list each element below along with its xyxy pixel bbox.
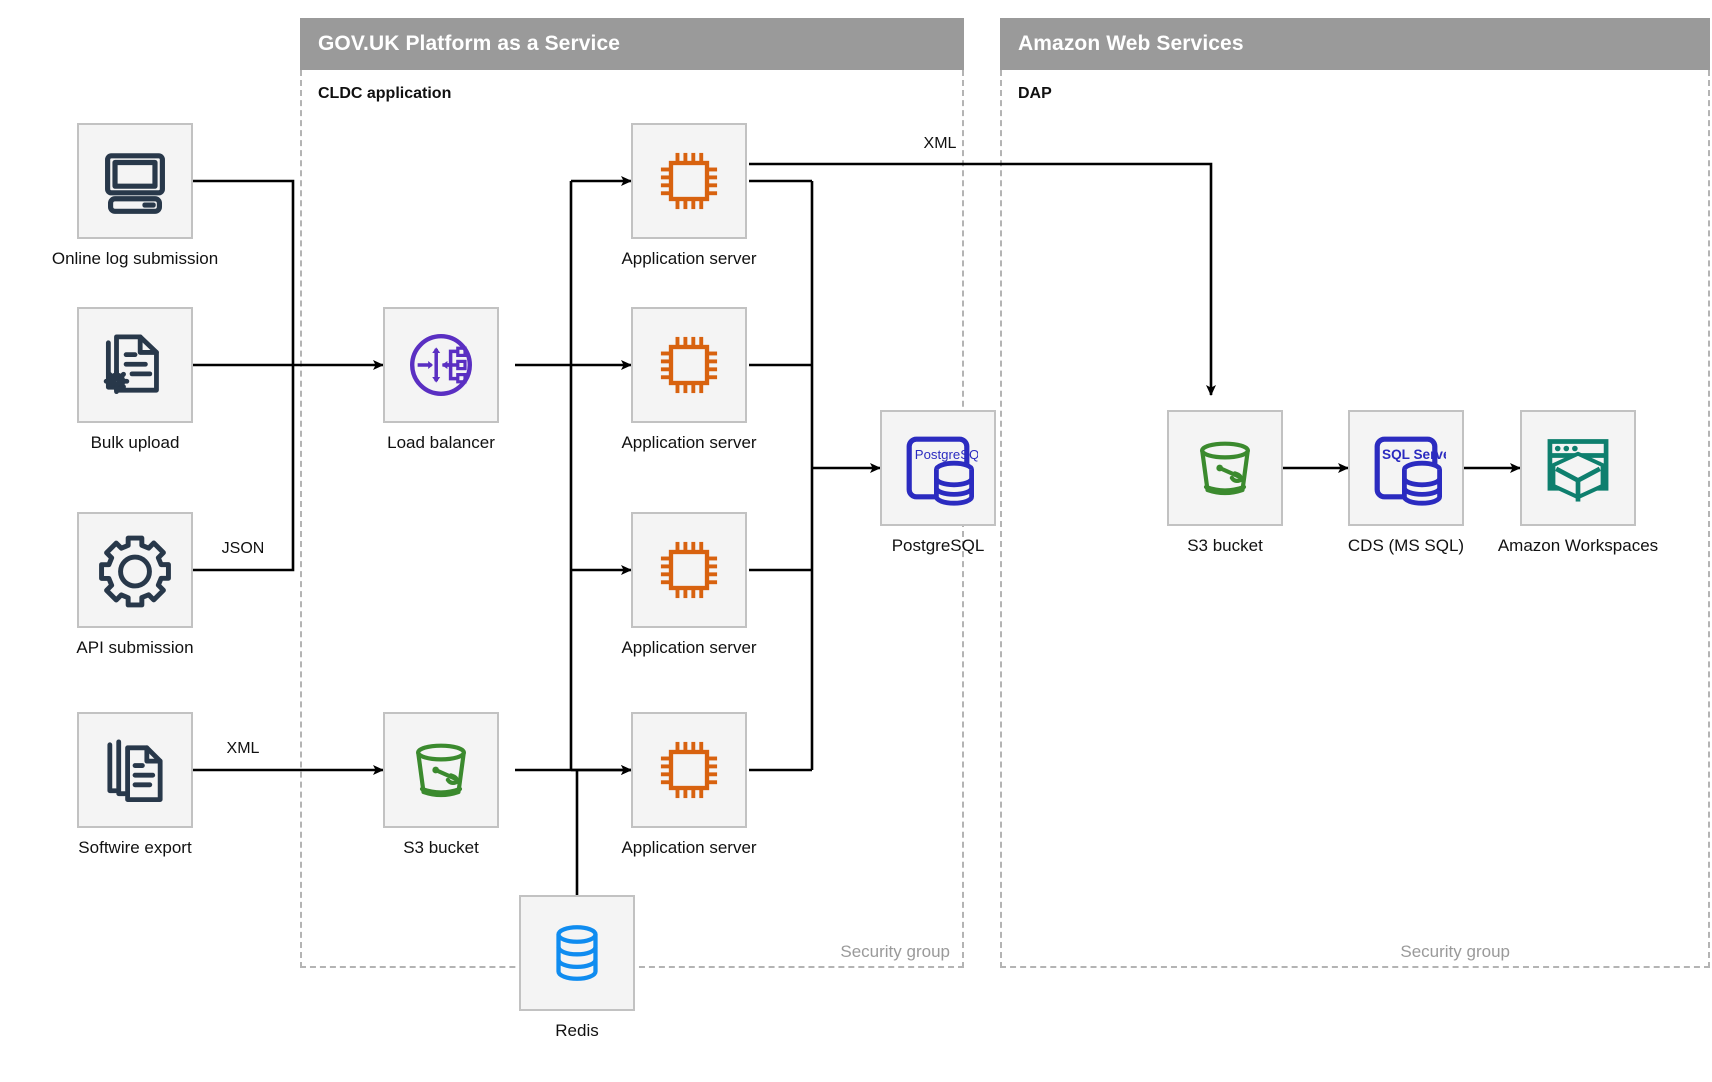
node-label: Application server — [621, 638, 757, 657]
node-app-server-1[interactable]: Application server — [621, 123, 757, 268]
node-label: Application server — [621, 433, 757, 452]
node-label: S3 bucket — [403, 838, 479, 857]
cpu-chip-icon — [660, 541, 718, 599]
node-label: Load balancer — [387, 433, 495, 452]
node-tile — [1520, 410, 1636, 526]
node-tile: PostgreSQL — [880, 410, 996, 526]
node-label: S3 bucket — [1187, 536, 1263, 555]
load-balancer-icon — [410, 334, 472, 396]
node-app-server-3[interactable]: Application server — [621, 512, 757, 657]
node-label: PostgreSQL — [891, 536, 985, 555]
security-group-label-aws: Security group — [1400, 942, 1510, 961]
node-tile — [1167, 410, 1283, 526]
group-header-aws: Amazon Web Services — [1000, 18, 1710, 70]
node-tile — [77, 512, 193, 628]
bucket-handle-dot — [1216, 464, 1224, 472]
node-redis[interactable]: Redis — [519, 895, 635, 1040]
cpu-chip-icon — [660, 152, 718, 210]
postgresql-wordmark: PostgreSQL — [915, 447, 978, 462]
group-subtitle-aws: DAP — [1018, 85, 1052, 102]
security-group-aws — [1000, 70, 1710, 968]
node-tile — [519, 895, 635, 1011]
edge-label-xml-softwire: XML — [226, 740, 260, 757]
node-cds-ms-sql[interactable]: SQL Server CDS (MS SQL) — [1348, 410, 1464, 555]
postgresql-icon: PostgreSQL — [906, 436, 978, 506]
document-gear-icon — [103, 334, 159, 395]
edge-label-xml-export: XML — [923, 135, 957, 152]
bucket-icon — [416, 743, 466, 798]
node-tile — [631, 712, 747, 828]
node-tile: SQL Server — [1348, 410, 1464, 526]
node-label: CDS (MS SQL) — [1347, 536, 1465, 555]
power-indicator — [142, 202, 156, 208]
node-tile — [631, 512, 747, 628]
gear-icon — [99, 535, 171, 608]
node-tile — [77, 123, 193, 239]
node-softwire-export[interactable]: Softwire export — [77, 712, 193, 857]
group-header-paas: GOV.UK Platform as a Service — [300, 18, 964, 70]
sql-server-wordmark: SQL Server — [1382, 447, 1446, 462]
node-load-balancer[interactable]: Load balancer — [383, 307, 499, 452]
edge-online-log-to-lb — [193, 179, 295, 365]
node-label: Redis — [555, 1021, 599, 1040]
workspaces-cube-icon — [1547, 439, 1609, 502]
security-group-label-paas: Security group — [840, 942, 950, 961]
node-tile — [383, 307, 499, 423]
node-online-log-submission[interactable]: Online log submission — [52, 123, 218, 268]
bucket-handle-dot — [432, 766, 440, 774]
edge-xml-export-to-s3 — [749, 162, 1216, 396]
sql-server-icon: SQL Server — [1374, 436, 1446, 506]
edge-api-submission-to-lb — [193, 365, 295, 572]
bucket-icon — [1200, 441, 1250, 496]
node-amazon-workspaces[interactable]: Amazon Workspaces — [1498, 410, 1658, 555]
node-s3-bucket-paas[interactable]: S3 bucket — [383, 712, 499, 857]
node-app-server-4[interactable]: Application server — [621, 712, 757, 857]
group-subtitle-paas: CLDC application — [318, 85, 452, 102]
node-label: Application server — [621, 838, 757, 857]
cpu-chip-icon — [660, 741, 718, 799]
node-postgresql[interactable]: PostgreSQL PostgreSQL — [880, 410, 996, 555]
node-label: Online log submission — [51, 249, 219, 268]
node-tile — [77, 307, 193, 423]
node-label: Application server — [621, 249, 757, 268]
cpu-chip-icon — [660, 336, 718, 394]
node-tile — [383, 712, 499, 828]
documents-stack-icon — [107, 739, 163, 803]
node-s3-bucket-aws[interactable]: S3 bucket — [1167, 410, 1283, 555]
node-app-server-2[interactable]: Application server — [621, 307, 757, 452]
node-tile — [77, 712, 193, 828]
edge-label-json: JSON — [221, 540, 265, 557]
desktop-computer-icon — [105, 153, 165, 214]
node-label: Softwire export — [78, 838, 192, 857]
node-label: Amazon Workspaces — [1497, 536, 1659, 555]
database-cylinder-icon — [556, 925, 598, 981]
node-tile — [631, 123, 747, 239]
group-title-paas: GOV.UK Platform as a Service — [318, 32, 620, 55]
node-label: Bulk upload — [90, 433, 180, 452]
node-api-submission[interactable]: API submission — [76, 512, 194, 657]
node-bulk-upload[interactable]: Bulk upload — [77, 307, 193, 452]
node-tile — [631, 307, 747, 423]
group-title-aws: Amazon Web Services — [1018, 32, 1244, 55]
node-label: API submission — [76, 638, 194, 657]
